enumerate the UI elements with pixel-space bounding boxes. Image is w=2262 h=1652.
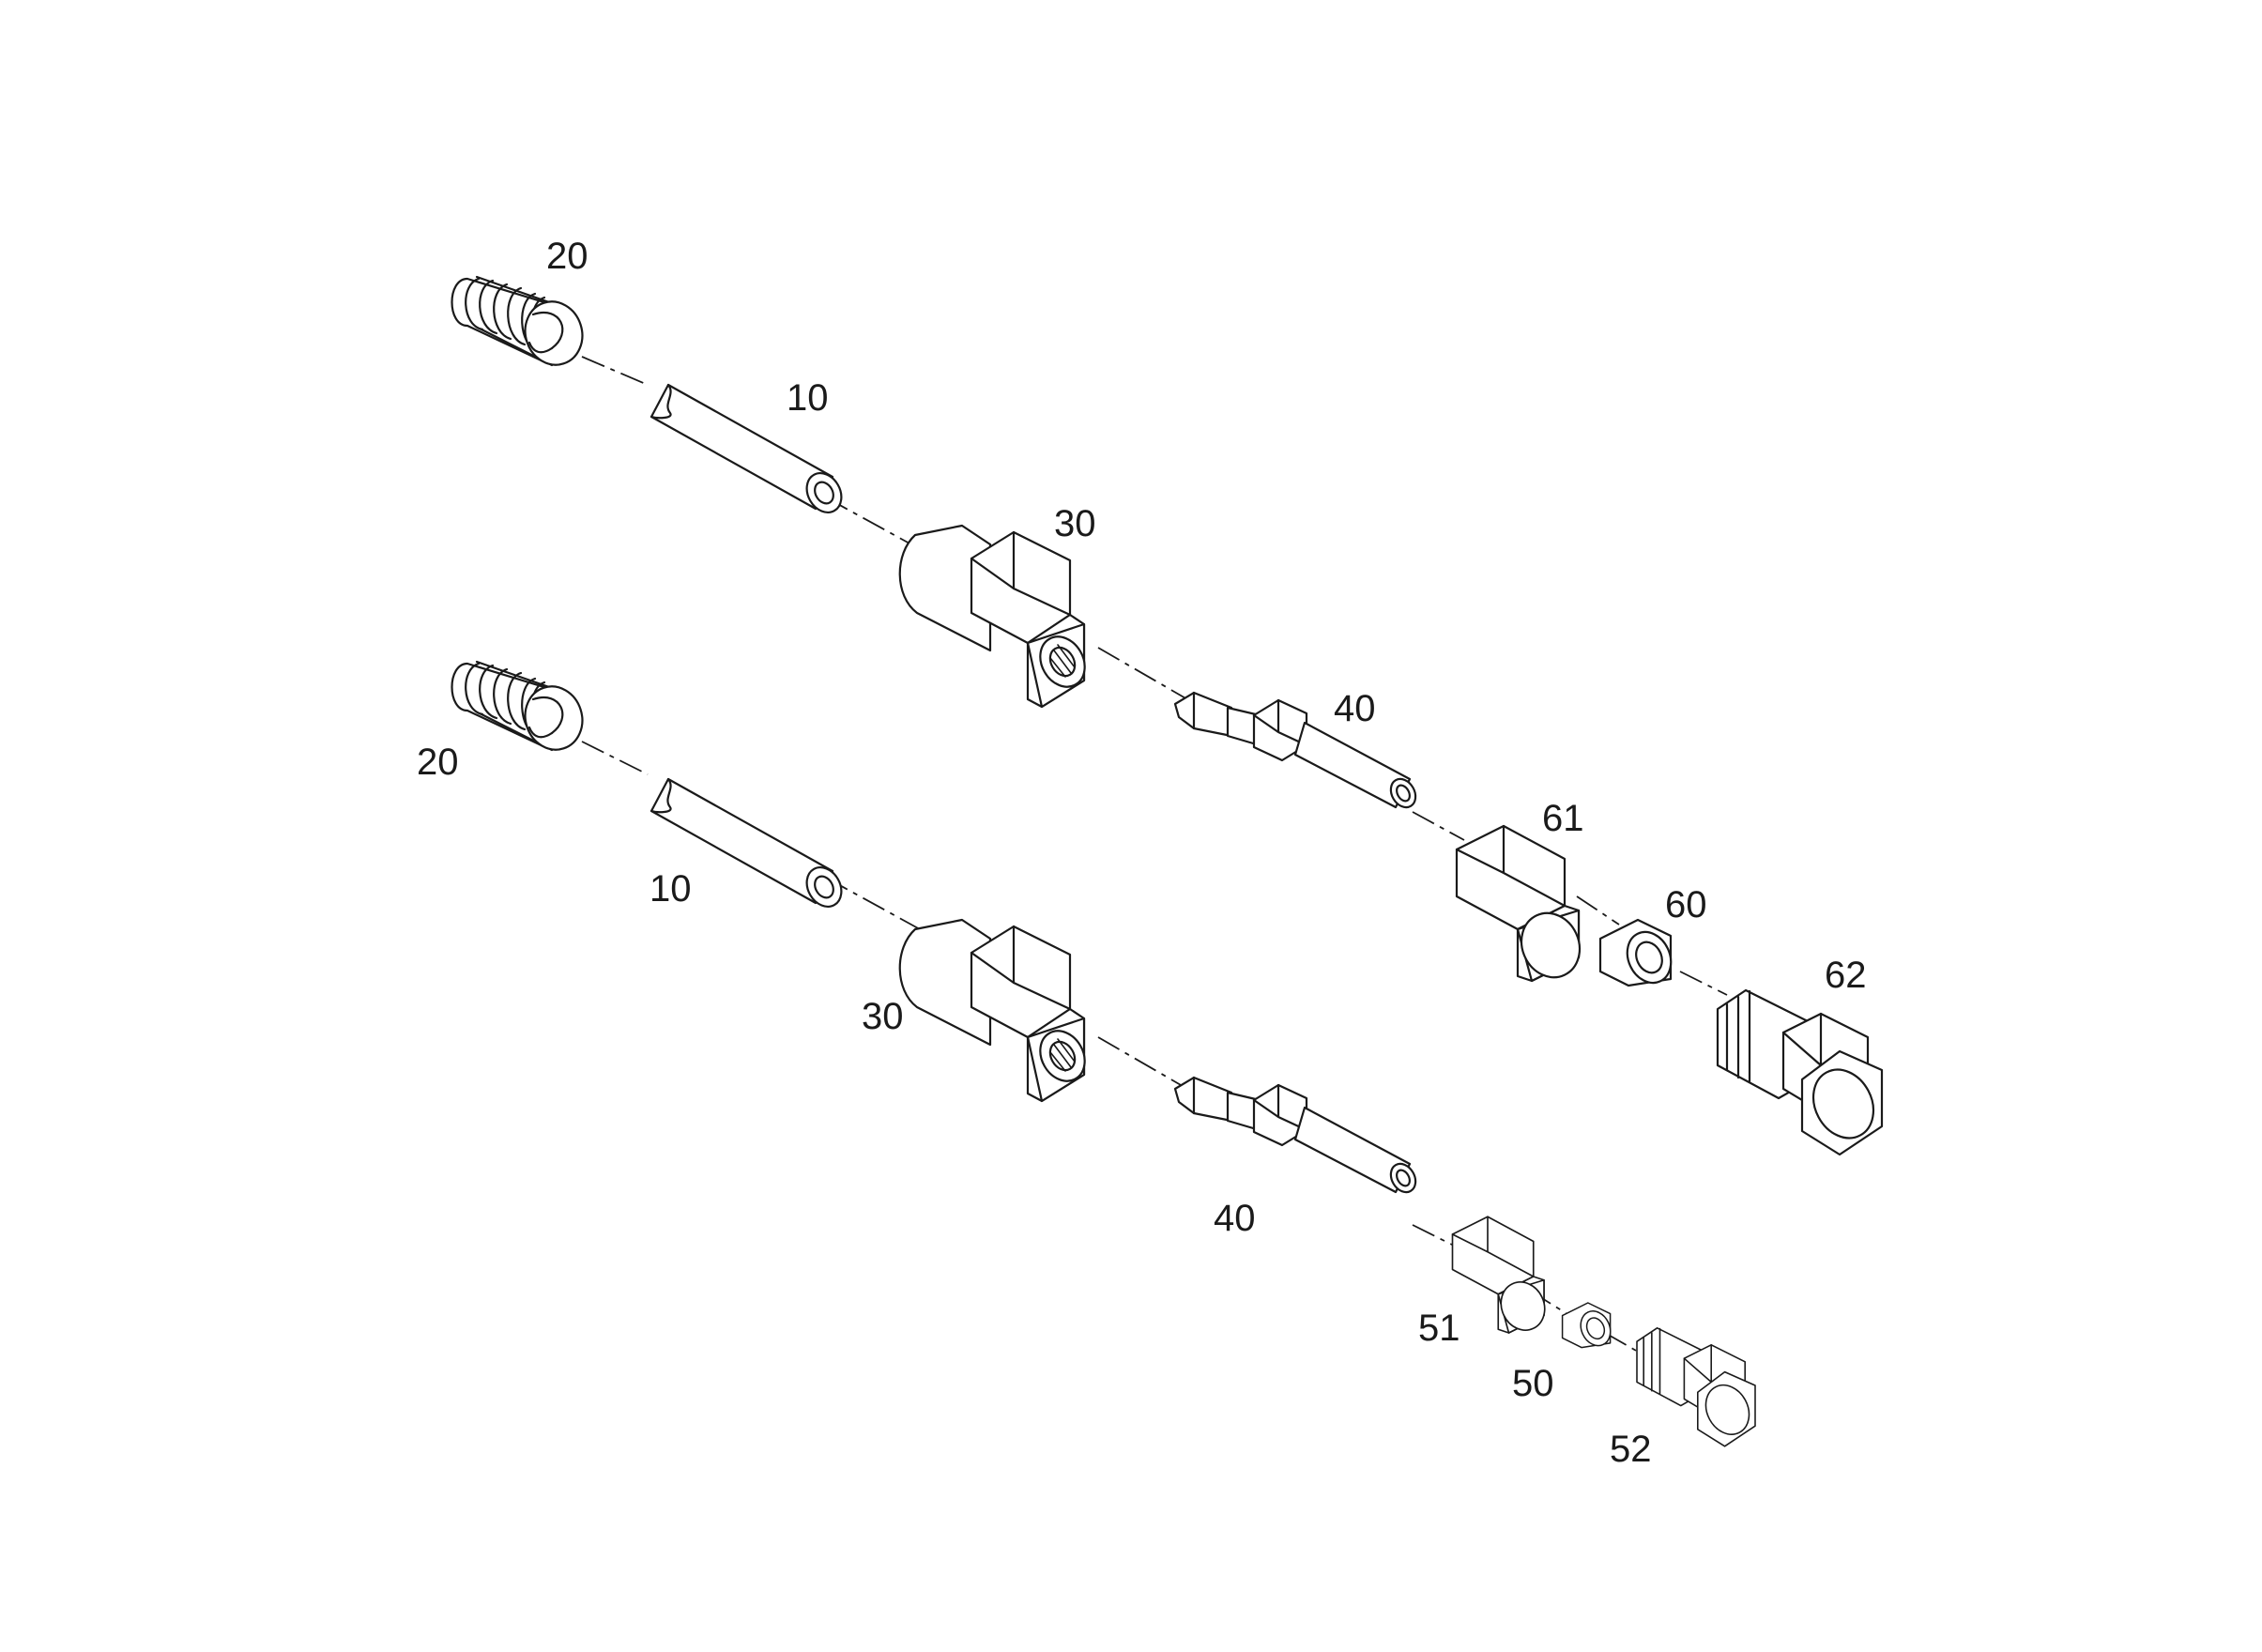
callout-30-upper: 30 <box>1054 503 1096 544</box>
callout-60: 60 <box>1665 884 1707 925</box>
spring-lower <box>451 660 592 758</box>
centerline-upper <box>581 356 1728 996</box>
olive-ring-60 <box>1598 918 1680 991</box>
callout-50: 50 <box>1512 1363 1554 1404</box>
callout-10-upper: 10 <box>787 377 829 419</box>
spring-upper <box>451 275 592 374</box>
fitting-body-lower <box>898 918 1095 1103</box>
nipple-upper <box>1173 691 1422 813</box>
callout-20-lower: 20 <box>417 742 459 783</box>
callout-30-lower: 30 <box>862 996 904 1037</box>
nut-61 <box>1455 824 1592 988</box>
olive-ring-50 <box>1561 1302 1617 1352</box>
nipple-lower <box>1173 1076 1422 1198</box>
callout-10-lower: 10 <box>650 868 692 910</box>
callout-51: 51 <box>1418 1308 1460 1349</box>
callout-20-upper: 20 <box>546 236 588 277</box>
connector-62 <box>1716 988 1887 1156</box>
nut-51 <box>1451 1216 1553 1338</box>
callout-40-upper: 40 <box>1334 688 1376 729</box>
callout-40-lower: 40 <box>1214 1198 1256 1239</box>
callout-62: 62 <box>1825 955 1867 996</box>
connector-52 <box>1636 1327 1759 1447</box>
fitting-body-upper <box>898 524 1095 709</box>
callout-61: 61 <box>1542 798 1584 839</box>
callout-52: 52 <box>1610 1429 1652 1470</box>
